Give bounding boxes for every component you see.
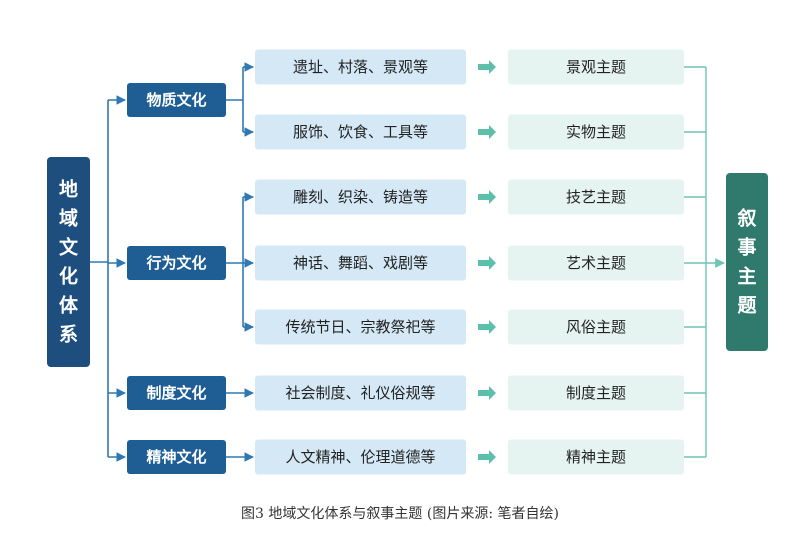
theme-label-1: 景观主题 — [566, 58, 626, 76]
theme-label-6: 制度主题 — [566, 384, 626, 402]
desc-label-5: 传统节日、宗教祭祀等 — [285, 318, 435, 336]
desc-label-1: 遗址、村落、景观等 — [293, 58, 428, 76]
block-arrow-4 — [478, 256, 496, 270]
theme-label-7: 精神主题 — [566, 448, 626, 466]
theme-node-7 — [508, 439, 684, 475]
theme-label-3: 技艺主题 — [566, 188, 626, 206]
root-node — [47, 157, 90, 367]
theme-node-1 — [508, 49, 684, 85]
target-char-3: 主 — [737, 266, 756, 288]
theme-node-4 — [508, 245, 684, 281]
theme-label-4: 艺术主题 — [566, 254, 626, 272]
root-char-3: 文 — [59, 236, 79, 259]
desc-label-2: 服饰、饮食、工具等 — [293, 123, 428, 141]
desc-node-3 — [255, 179, 466, 215]
category-node-2 — [127, 246, 226, 280]
target-char-4: 题 — [737, 295, 756, 317]
category-label-4: 精神文化 — [146, 448, 206, 466]
block-arrow-2 — [478, 125, 496, 139]
theme-node-6 — [508, 375, 684, 411]
block-arrow-7 — [478, 450, 496, 464]
desc-node-2 — [255, 114, 466, 150]
category-label-2: 行为文化 — [145, 254, 206, 272]
desc-label-6: 社会制度、礼仪俗规等 — [285, 384, 435, 402]
desc-label-4: 神话、舞蹈、戏剧等 — [293, 254, 428, 272]
desc-label-7: 人文精神、伦理道德等 — [285, 448, 435, 466]
block-arrow-3 — [478, 190, 496, 204]
category-label-3: 制度文化 — [146, 384, 206, 402]
desc-label-3: 雕刻、织染、铸造等 — [293, 188, 428, 206]
category-node-1 — [127, 83, 226, 117]
desc-node-4 — [255, 245, 466, 281]
root-char-5: 体 — [59, 294, 79, 317]
target-char-1: 叙 — [737, 207, 756, 230]
connectors-layer — [90, 62, 725, 462]
root-char-6: 系 — [59, 324, 78, 346]
block-arrow-5 — [478, 320, 496, 334]
target-char-2: 事 — [737, 236, 756, 259]
block-arrow-6 — [478, 386, 496, 400]
desc-node-6 — [255, 375, 466, 411]
theme-label-5: 风俗主题 — [566, 318, 626, 336]
root-char-1: 地 — [59, 178, 78, 201]
theme-node-5 — [508, 309, 684, 345]
category-node-4 — [127, 440, 226, 474]
theme-node-3 — [508, 179, 684, 215]
block-arrow-1 — [478, 60, 496, 74]
root-char-4: 化 — [59, 265, 78, 288]
category-label-1: 物质文化 — [146, 91, 206, 109]
theme-node-2 — [508, 114, 684, 150]
desc-node-1 — [255, 49, 466, 85]
figure-caption: 图3 地域文化体系与叙事主题 (图片来源: 笔者自绘) — [241, 506, 559, 522]
category-node-3 — [127, 376, 226, 410]
target-node — [726, 173, 768, 351]
root-char-2: 域 — [59, 207, 78, 230]
desc-node-5 — [255, 309, 466, 345]
theme-label-2: 实物主题 — [566, 123, 626, 141]
desc-node-7 — [255, 439, 466, 475]
